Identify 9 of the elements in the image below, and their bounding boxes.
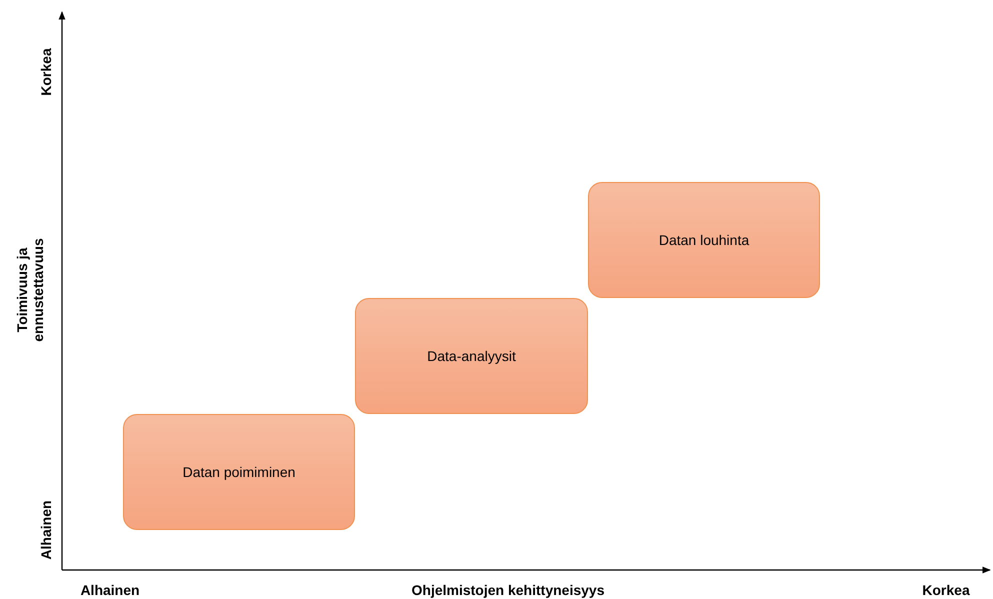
process-box: Datan poimiminen xyxy=(123,414,355,530)
y-axis-label: Alhainen xyxy=(38,500,54,560)
x-axis-label: Korkea xyxy=(922,582,970,598)
process-box: Data-analyysit xyxy=(355,298,588,414)
x-axis-label: Alhainen xyxy=(80,582,140,598)
process-box: Datan louhinta xyxy=(588,182,820,298)
y-axis-label: Toimivuus ja ennustettavuus xyxy=(14,237,46,344)
x-axis-label: Ohjelmistojen kehittyneisyys xyxy=(412,582,604,598)
y-axis-label: Korkea xyxy=(38,48,54,96)
